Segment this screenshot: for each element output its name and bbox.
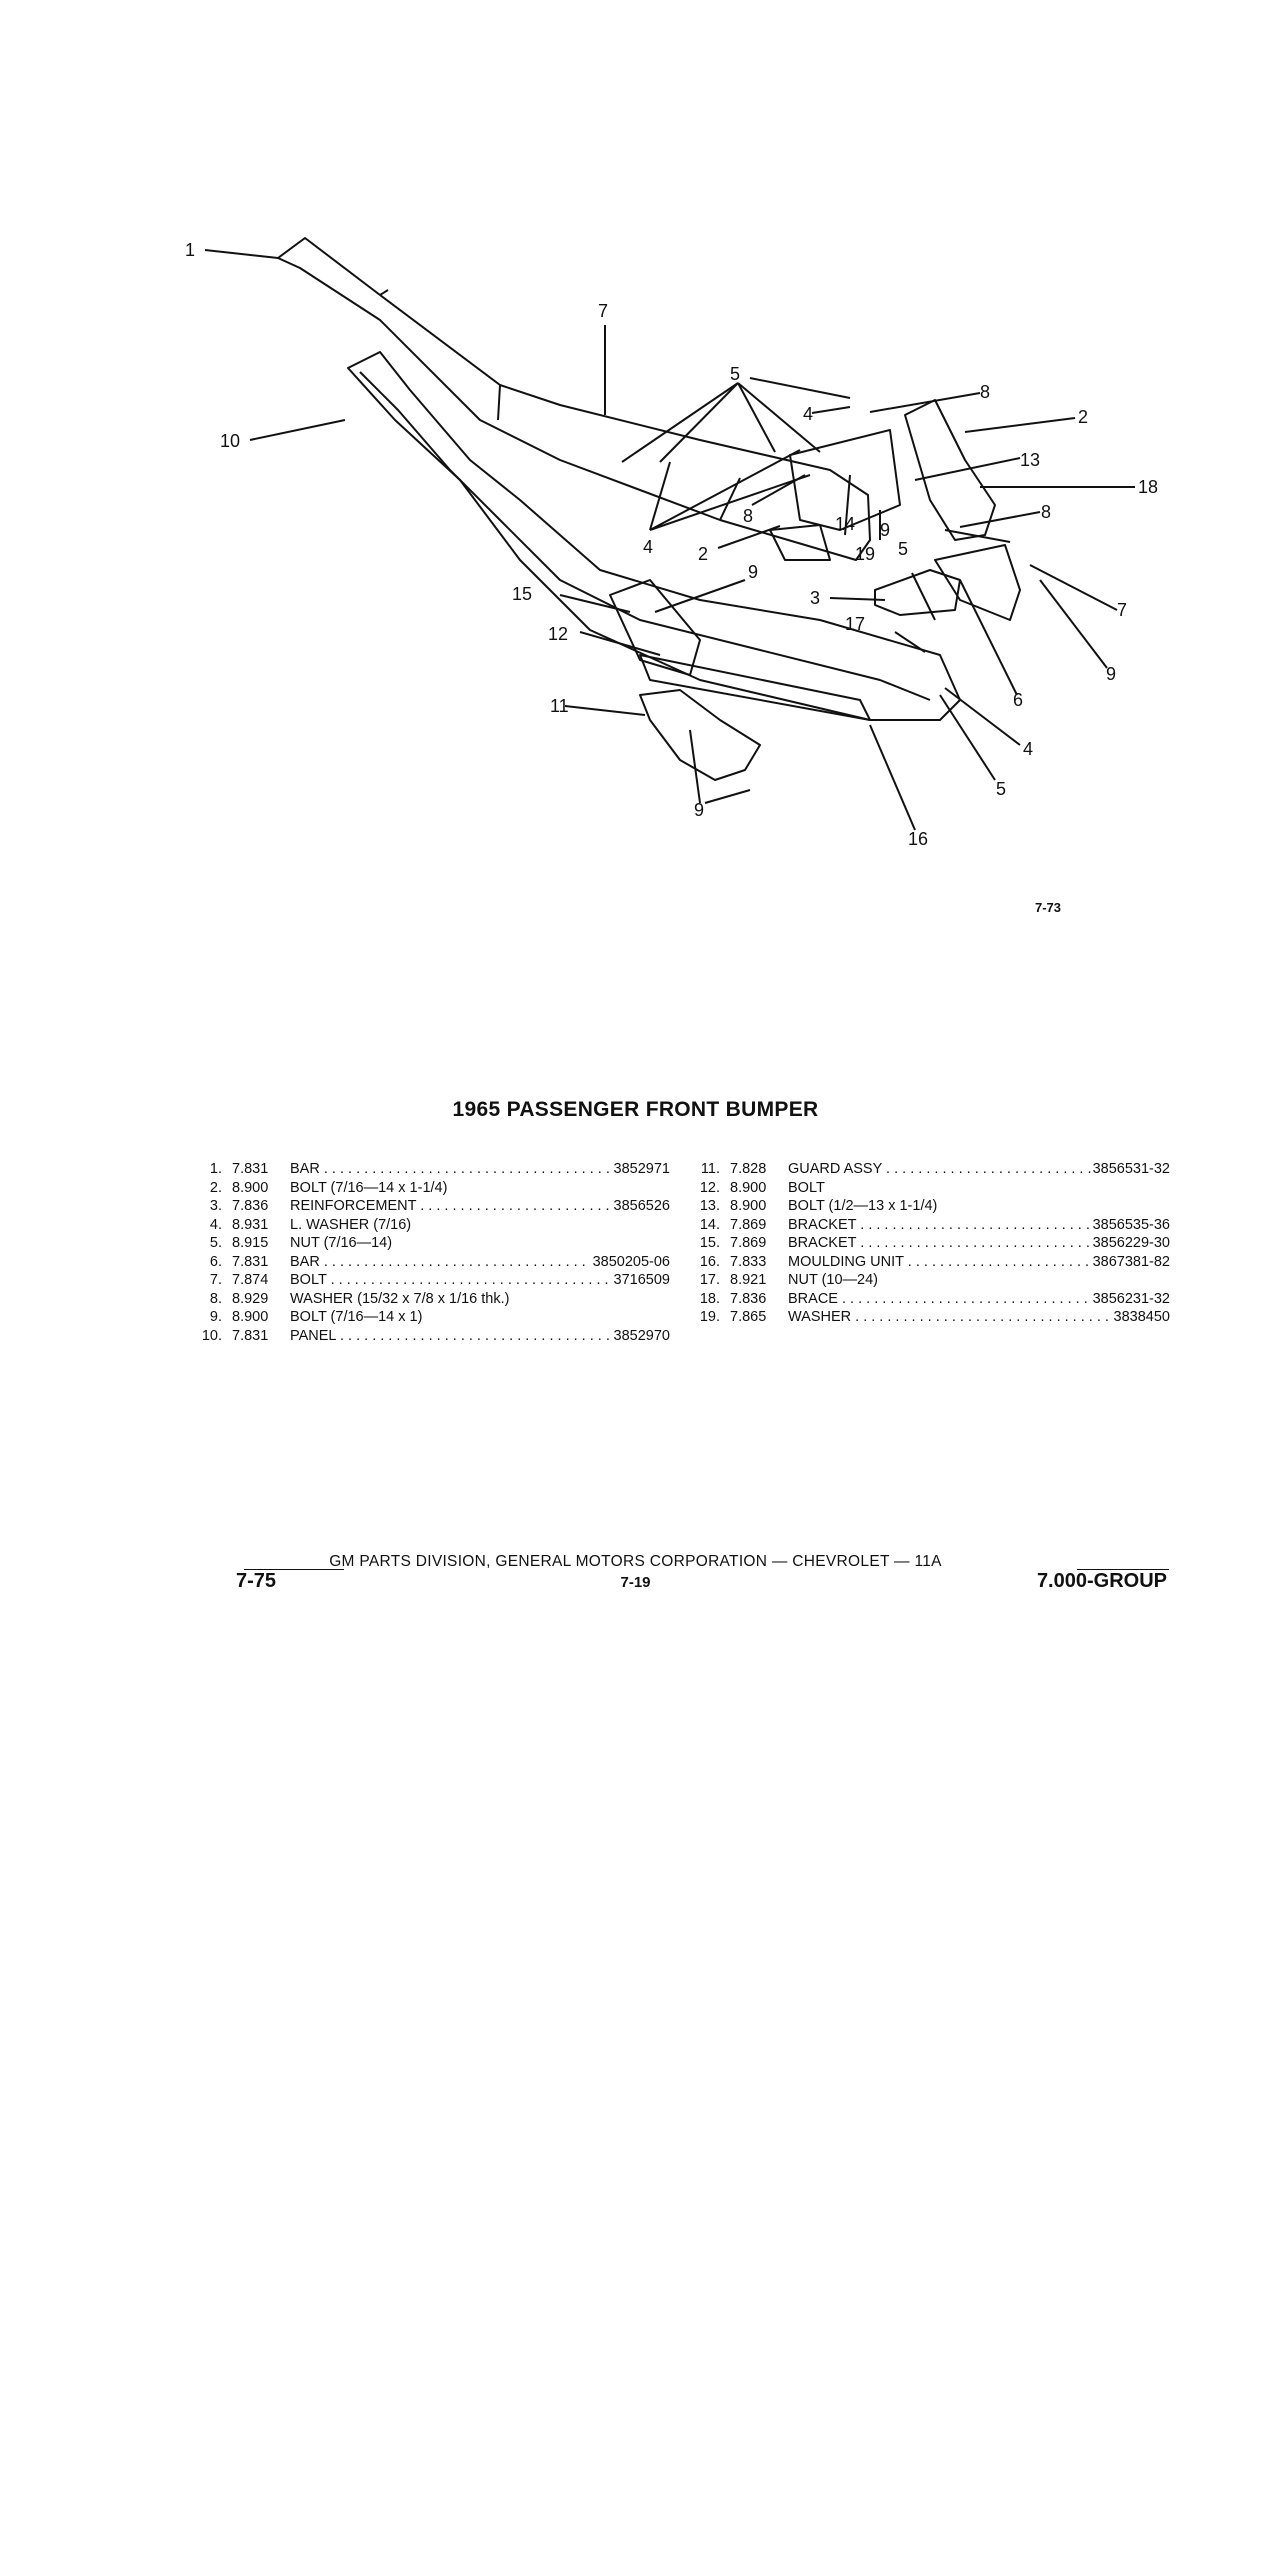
guard-assy (639, 689, 761, 781)
callout-12: 12 (548, 624, 568, 644)
callout-7: 7 (598, 301, 608, 321)
bracket-14 (789, 429, 901, 531)
callout-11: 11 (550, 696, 569, 716)
exploded-parts-diagram: 1 7 5 4 8 2 10 13 18 8 14 9 19 5 8 2 4 9… (185, 237, 1158, 849)
callout-8b: 8 (743, 506, 753, 526)
callout-1: 1 (185, 240, 195, 260)
callout-5: 5 (730, 364, 740, 384)
page-title: 1965 PASSENGER FRONT BUMPER (452, 1098, 819, 1121)
callout-19: 19 (855, 544, 875, 564)
callout-4b: 4 (643, 537, 653, 557)
bumper-bar-top (277, 237, 871, 561)
reinforcement-3 (874, 569, 961, 616)
callout-9: 9 (880, 520, 890, 540)
footer-group: 7.000-GROUP (1036, 1570, 1167, 1592)
callout-6: 6 (1013, 690, 1023, 710)
callout-15: 15 (512, 584, 532, 604)
callout-2: 2 (1078, 407, 1088, 427)
parts-row: 15.7.869BRACKET3856229-30 (688, 1234, 1170, 1253)
callout-8: 8 (980, 382, 990, 402)
callout-7b: 7 (1117, 600, 1127, 620)
parts-row: 6.7.831BAR3850205-06 (190, 1253, 670, 1272)
parts-row: 1.7.831BAR3852971 (190, 1160, 670, 1179)
callout-10: 10 (220, 431, 240, 451)
callout-2b: 2 (698, 544, 708, 564)
moulding-unit (639, 654, 871, 721)
parts-row: 19.7.865WASHER3838450 (688, 1308, 1170, 1327)
bumper-panel (347, 351, 961, 721)
callout-5c: 5 (996, 779, 1006, 799)
parts-row: 7.7.874BOLT3716509 (190, 1271, 670, 1290)
parts-row: 14.7.869BRACKET3856535-36 (688, 1216, 1170, 1235)
callout-9d: 9 (694, 800, 704, 820)
figure-reference: 7-73 (1035, 900, 1062, 915)
callout-13: 13 (1020, 450, 1040, 470)
footer-page-left: 7-75 (236, 1570, 277, 1592)
parts-row: 18.7.836BRACE3856231-32 (688, 1290, 1170, 1309)
callout-8c: 8 (1041, 502, 1051, 522)
bar-6 (934, 544, 1021, 621)
callout-16: 16 (908, 829, 928, 849)
bracket-15 (609, 579, 701, 676)
parts-row: 3.7.836REINFORCEMENT3856526 (190, 1197, 670, 1216)
callout-17: 17 (845, 614, 865, 634)
brace-18 (904, 399, 996, 541)
callout-14: 14 (835, 514, 855, 534)
callout-4c: 4 (1023, 739, 1033, 759)
callout-3: 3 (810, 588, 820, 608)
footer-publisher: GM PARTS DIVISION, GENERAL MOTORS CORPOR… (329, 1553, 942, 1570)
footer-page-mid: 7-19 (620, 1574, 651, 1591)
callout-4: 4 (803, 404, 813, 424)
footer-rule-right (1077, 1569, 1169, 1570)
callout-5b: 5 (898, 539, 908, 559)
parts-row: 10.7.831PANEL3852970 (190, 1327, 670, 1346)
footer-rule-left (244, 1569, 344, 1570)
callout-9b: 9 (748, 562, 758, 582)
callout-18: 18 (1138, 477, 1158, 497)
callout-9c: 9 (1106, 664, 1116, 684)
